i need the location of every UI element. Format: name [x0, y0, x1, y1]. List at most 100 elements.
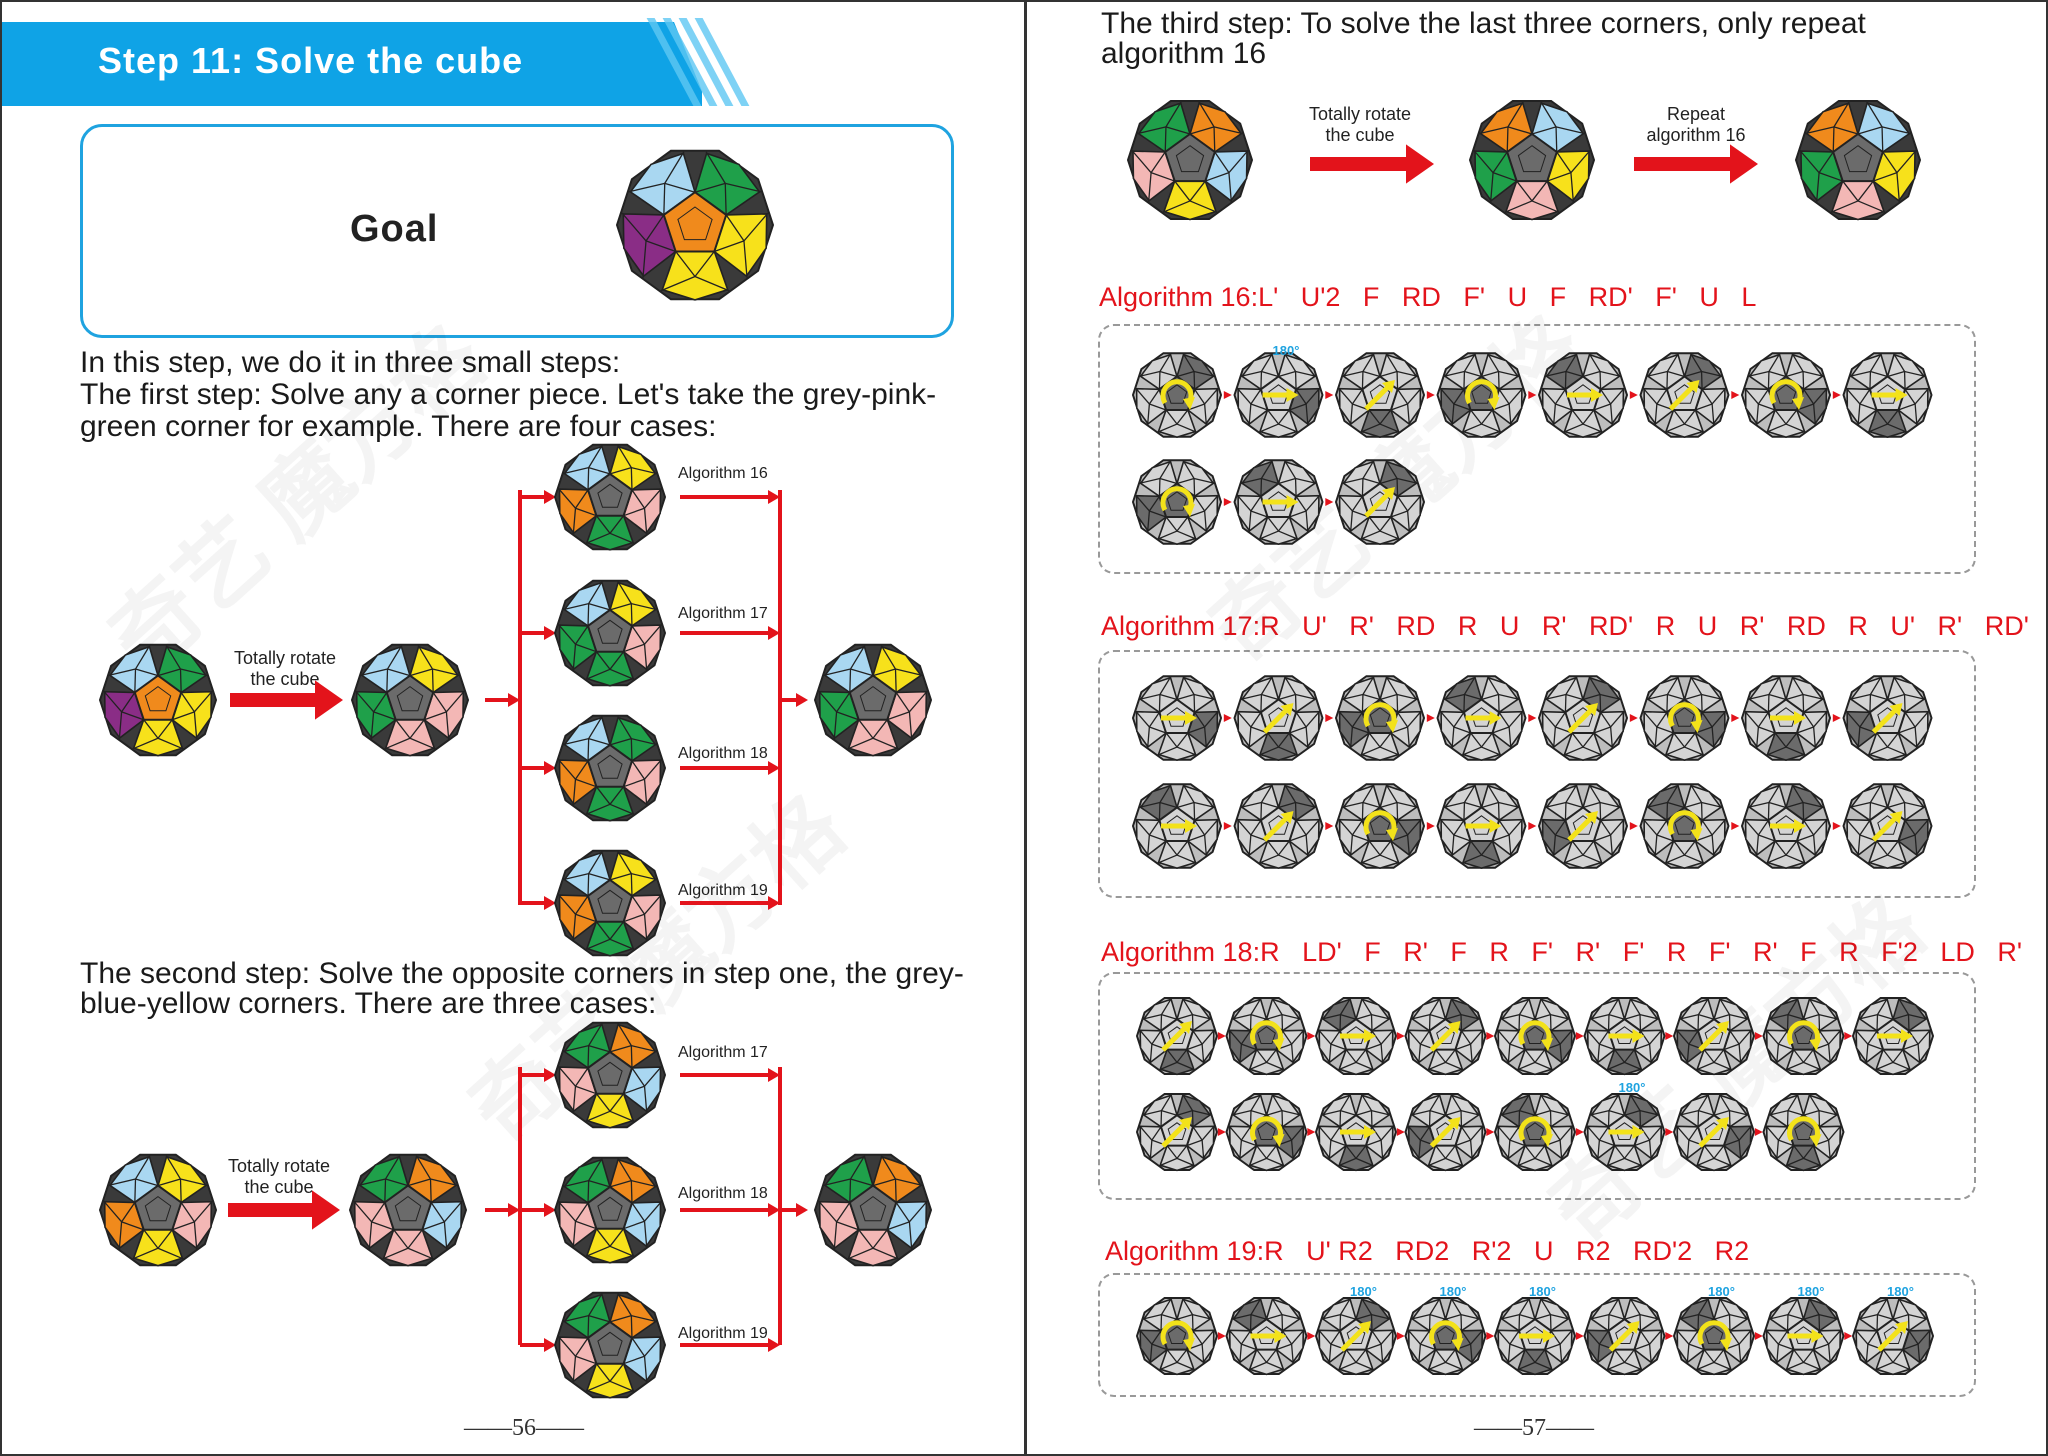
third-step-text-line2: algorithm 16: [1101, 37, 1267, 70]
alg16-step-2-2: [1233, 459, 1324, 546]
intro-text: In this step, we do it in three small st…: [80, 346, 621, 379]
alg17-step-2-2: [1233, 783, 1324, 870]
step-arrow-icon: [1731, 714, 1740, 722]
rotate-arrow-icon: [230, 680, 343, 720]
alg17-step-1-7: [1740, 675, 1832, 762]
result-megaminx-1: [813, 643, 933, 757]
connector-arrow-icon: [520, 761, 556, 775]
step-arrow-icon: [1575, 1332, 1584, 1340]
step-arrow-icon: [1665, 1032, 1674, 1040]
alg17-step-2-7: [1740, 783, 1832, 870]
connector-arrow-icon: [520, 1203, 556, 1217]
case2-megaminx-1: [553, 1021, 667, 1129]
alg18-step-2-3: [1314, 1093, 1398, 1172]
alg16-step-1-2: [1233, 352, 1324, 439]
start-megaminx-1: [98, 643, 218, 757]
step-arrow-icon: [1217, 1032, 1226, 1040]
step-arrow-icon: [1832, 391, 1841, 399]
alg19-step-1-3: [1314, 1297, 1398, 1376]
page-56: Step 11: Solve the cube Goal In this ste…: [0, 0, 1024, 1456]
alg19-step-1-1: [1135, 1297, 1219, 1376]
step-arrow-icon: [1217, 1332, 1226, 1340]
algorithm-19-title: Algorithm 19:R U' R2 RD2 R'2 U R2 RD'2 R…: [1105, 1236, 1750, 1266]
alg19-step-1-7: [1672, 1297, 1756, 1376]
case-megaminx-2: [553, 579, 667, 687]
case2-megaminx-2: [553, 1156, 667, 1264]
step-banner: [2, 22, 702, 106]
algorithm-16-title: Algorithm 16:L' U'2 F RD F' U F RD' F' U…: [1099, 282, 1757, 312]
case2-megaminx-3: [553, 1291, 667, 1399]
half-turn-mark: 180°: [1708, 1284, 1735, 1299]
alg18-step-1-5: [1493, 997, 1577, 1076]
rotated-megaminx-2: [348, 1153, 468, 1267]
alg17-step-1-2: [1233, 675, 1324, 762]
alg18-step-2-1: [1135, 1093, 1219, 1172]
alg16-step-1-4: [1436, 352, 1527, 439]
alg18-step-2-7: [1672, 1093, 1756, 1172]
alg18-step-1-7: [1672, 997, 1756, 1076]
alg17-step-1-3: [1334, 675, 1426, 762]
alg18-step-2-2: [1225, 1093, 1308, 1172]
alg18-step-1-1: [1135, 997, 1219, 1076]
algorithm-17-steps: [1098, 650, 1976, 898]
step-title: Step 11: Solve the cube: [98, 40, 524, 81]
third-step-text-line1: The third step: To solve the last three …: [1101, 7, 1866, 40]
step-arrow-icon: [1396, 1128, 1405, 1136]
connector-arrow-icon: [680, 626, 780, 640]
alg18-step-2-5: [1493, 1093, 1577, 1172]
alg19-step-1-2: [1225, 1297, 1308, 1376]
step-arrow-icon: [1528, 714, 1537, 722]
alg18-step-2-6: [1583, 1093, 1666, 1172]
step-arrow-icon: [1754, 1332, 1763, 1340]
step-arrow-icon: [1629, 714, 1638, 722]
connector-arrow-icon: [520, 1338, 556, 1352]
half-turn-mark: 180°: [1619, 1080, 1646, 1095]
half-turn-mark: 180°: [1440, 1284, 1467, 1299]
connector-arrow-icon: [680, 761, 780, 775]
step-arrow-icon: [1486, 1032, 1495, 1040]
case-label-2-alg17: Algorithm 17: [678, 1044, 768, 1061]
step-arrow-icon: [1325, 498, 1334, 506]
step-arrow-icon: [1575, 1128, 1584, 1136]
connector-arrow-icon: [520, 490, 556, 504]
step-arrow-icon: [1528, 391, 1537, 399]
alg16-step-2-3: [1334, 459, 1426, 546]
third-start-megaminx: [1126, 100, 1254, 221]
step-arrow-icon: [1754, 1128, 1763, 1136]
step-arrow-icon: [1325, 822, 1334, 830]
second-step-text-line2: blue-yellow corners. There are three cas…: [80, 987, 657, 1020]
rotate-arrow-icon: [228, 1190, 340, 1230]
step-arrow-icon: [1307, 1032, 1316, 1040]
alg17-step-1-8: [1842, 675, 1933, 762]
alg19-step-1-9: [1851, 1297, 1935, 1376]
step-arrow-icon: [1665, 1332, 1674, 1340]
step-arrow-icon: [1426, 822, 1435, 830]
algorithm-18-title: Algorithm 18:R LD' F R' F R F' R' F' R F…: [1101, 937, 2023, 967]
result-megaminx-2: [813, 1153, 933, 1267]
alg17-step-1-1: [1131, 675, 1223, 762]
connector-arrow-icon: [780, 693, 808, 707]
algorithm-17-title: Algorithm 17:R U' R' RD R U R' RD' R U R…: [1101, 611, 2029, 641]
goal-box: [80, 124, 954, 338]
step-arrow-icon: [1223, 498, 1232, 506]
step-arrow-icon: [1832, 822, 1841, 830]
alg18-step-2-8: [1762, 1093, 1845, 1172]
alg17-step-2-8: [1842, 783, 1933, 870]
step-arrow-icon: [1217, 1128, 1226, 1136]
case-label-alg18: Algorithm 18: [678, 745, 768, 762]
alg17-step-1-5: [1537, 675, 1629, 762]
step-arrow-icon: [1426, 391, 1435, 399]
alg18-step-1-9: [1851, 997, 1935, 1076]
case-label-2-alg19: Algorithm 19: [678, 1325, 768, 1342]
alg18-step-1-4: [1404, 997, 1487, 1076]
connector-arrow-icon: [485, 693, 520, 707]
step-arrow-icon: [1731, 391, 1740, 399]
alg17-step-2-1: [1131, 783, 1223, 870]
repeat-arrow-icon: [1634, 144, 1758, 184]
half-turn-mark: 180°: [1529, 1284, 1556, 1299]
